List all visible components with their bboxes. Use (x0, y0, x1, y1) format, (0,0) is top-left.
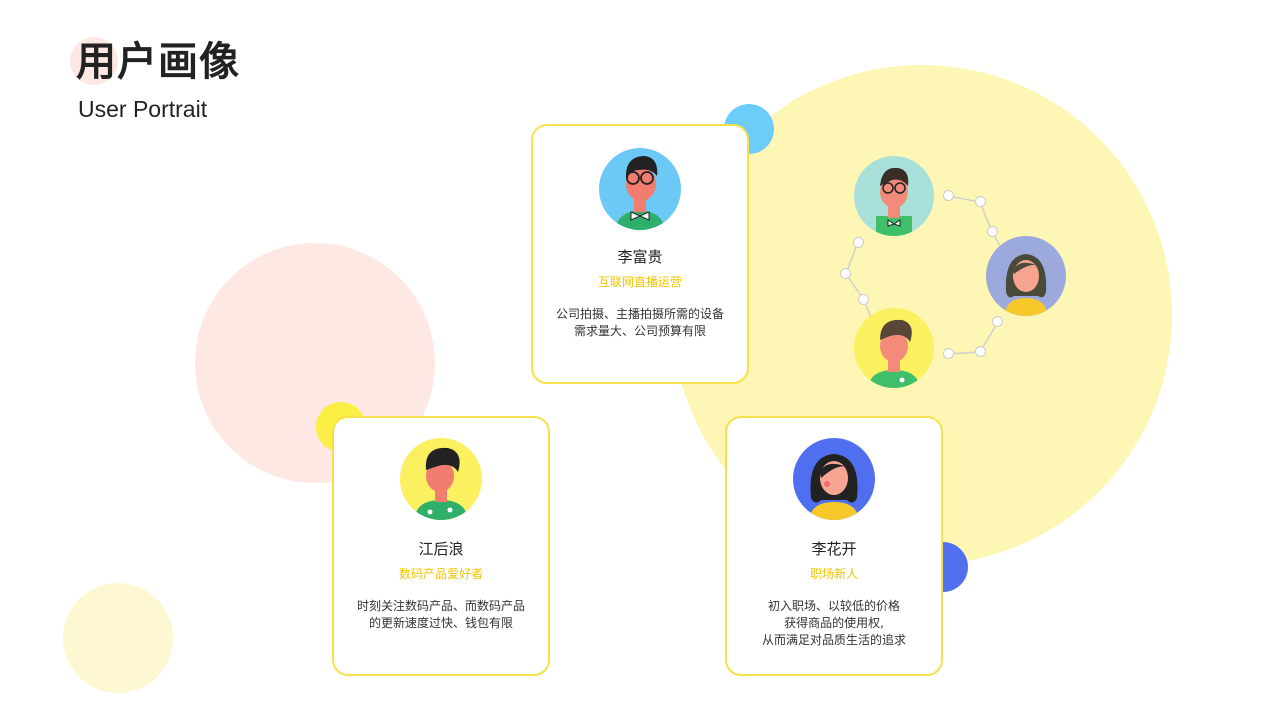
connector-node (853, 237, 864, 248)
persona-role: 数码产品爱好者 (398, 567, 483, 581)
persona-name: 李花开 (811, 540, 857, 558)
connector-node (943, 348, 954, 359)
persona-description-line: 公司拍摄、主播拍摄所需的设备 (555, 307, 724, 321)
bg-circle-light-yellow (63, 583, 173, 693)
persona-description: 公司拍摄、主播拍摄所需的设备 需求量大、公司预算有限 (533, 306, 747, 340)
connector-node (943, 190, 954, 201)
persona-description-line: 需求量大、公司预算有限 (573, 324, 706, 338)
glasses-man-avatar-icon (615, 156, 665, 230)
persona-name: 李富贵 (617, 248, 663, 266)
connector-node (987, 226, 998, 237)
page-title: 用户画像 (76, 39, 240, 85)
network-avatar-glasses-man (854, 156, 934, 236)
bg-circle-title-pink (70, 37, 118, 85)
connector-node (840, 268, 851, 279)
persona-description: 初入职场、以较低的价格 获得商品的使用权, 从而满足对品质生活的追求 (727, 598, 941, 649)
young-man-avatar-icon (868, 319, 920, 388)
persona-card-li-fugui: 李富贵 互联网直播运营 公司拍摄、主播拍摄所需的设备 需求量大、公司预算有限 (531, 124, 749, 384)
persona-card-li-huakai: 李花开 职场新人 初入职场、以较低的价格 获得商品的使用权, 从而满足对品质生活… (725, 416, 943, 676)
connector-node (992, 316, 1003, 327)
glasses-man-avatar-icon (876, 167, 912, 236)
connector-node (975, 346, 986, 357)
persona-avatar (599, 148, 681, 230)
persona-role: 互联网直播运营 (597, 275, 682, 289)
persona-description-line: 的更新速度过快、钱包有限 (368, 616, 513, 630)
young-man-avatar-icon (414, 447, 468, 520)
persona-description-line: 时刻关注数码产品、而数码产品 (356, 599, 525, 613)
page-subtitle: User Portrait (78, 96, 208, 122)
persona-description-line: 初入职场、以较低的价格 (767, 599, 900, 613)
persona-card-jiang-houlang: 江后浪 数码产品爱好者 时刻关注数码产品、而数码产品 的更新速度过快、钱包有限 (332, 416, 550, 676)
persona-role: 职场新人 (809, 567, 858, 581)
connector-node (975, 196, 986, 207)
persona-description-line: 获得商品的使用权, (784, 616, 884, 630)
young-woman-avatar-icon (809, 454, 859, 520)
persona-description-line: 从而满足对品质生活的追求 (761, 633, 906, 647)
woman-avatar-icon (1004, 254, 1048, 316)
network-avatar-young-man (854, 308, 934, 388)
persona-avatar (793, 438, 875, 520)
network-avatar-woman (986, 236, 1066, 316)
persona-name: 江后浪 (418, 540, 464, 558)
connector-node (858, 294, 869, 305)
persona-avatar (400, 438, 482, 520)
persona-description: 时刻关注数码产品、而数码产品 的更新速度过快、钱包有限 (334, 598, 548, 632)
